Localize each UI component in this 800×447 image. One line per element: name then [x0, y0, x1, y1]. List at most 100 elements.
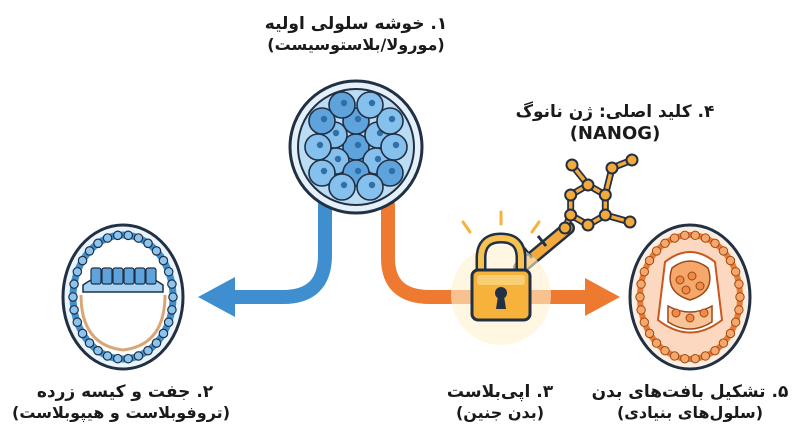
embryo-ring-cell — [651, 246, 662, 256]
embryo-ring-cell — [639, 317, 650, 327]
inner-cell — [112, 267, 124, 285]
cell-cluster-icon — [288, 79, 424, 215]
embryo-ring-cell — [725, 255, 736, 266]
embryo-ring-cell — [710, 345, 720, 356]
label-step3-title: ۳. اپی‌بلاست — [446, 382, 554, 402]
embryo-ring-cell — [660, 238, 670, 249]
label-step2-subtitle: (تروفوبلاست و هیپوبلاست) — [12, 403, 230, 423]
blue-arrowhead — [198, 277, 235, 317]
label-step5: ۵. تشکیل بافت‌های بدن (سلول‌های بنیادی) — [590, 382, 790, 423]
embryo-ring-cell — [734, 279, 744, 289]
cell-nucleus — [340, 99, 348, 107]
embryo-ring-cell — [710, 238, 720, 249]
trophoblast-cell — [133, 351, 144, 361]
label-step1: ۱. خوشه سلولی اولیه (مورولا/بلاستوسیست) — [250, 14, 462, 55]
molecule-atom — [605, 161, 619, 175]
trophoblast-cell — [102, 233, 113, 243]
molecule-key-icon — [513, 153, 639, 275]
embryo-ring-cell — [639, 267, 650, 277]
cell-nucleus — [392, 141, 400, 149]
label-step1-subtitle: (مورولا/بلاستوسیست) — [267, 35, 445, 55]
label-step3: ۳. اپی‌بلاست (بدن جنین) — [430, 382, 570, 423]
trophoblast-cell — [163, 317, 174, 328]
embryo-ring-cell — [700, 233, 711, 243]
embryo-cell — [687, 271, 697, 281]
trophoblast-cell — [133, 233, 144, 243]
trophoblast-cell — [72, 317, 83, 328]
trophoblast-cell — [143, 238, 153, 249]
trophoblast-cell — [167, 279, 177, 289]
cell-nucleus — [368, 181, 376, 189]
label-step2-title: ۲. جفت و کیسه زرده — [36, 382, 214, 402]
trophoblast-cell — [112, 353, 123, 364]
molecule-atom — [558, 221, 572, 235]
embryo-ring-cell — [700, 351, 711, 361]
trophoblast-cell — [77, 328, 88, 339]
inner-cell — [145, 267, 157, 285]
embryo-ring-cell — [651, 338, 662, 348]
label-step5-subtitle: (سلول‌های بنیادی) — [616, 403, 764, 423]
label-step1-title: ۱. خوشه سلولی اولیه — [264, 14, 448, 34]
cell-nucleus — [316, 141, 324, 149]
trophoblast-cell — [151, 246, 162, 256]
cell-nucleus — [332, 129, 340, 137]
trophoblast-cell — [167, 305, 177, 315]
trophoblast-cell — [158, 255, 169, 266]
embryo-icon — [628, 223, 752, 371]
cell-nucleus — [334, 155, 342, 163]
embryo-ring-cell — [718, 246, 729, 256]
cell-nucleus — [340, 181, 348, 189]
cell-nucleus — [388, 115, 396, 123]
trophoblast-cell — [123, 353, 134, 364]
trophoblast-cell — [112, 230, 123, 241]
trophoblast-cell — [77, 255, 88, 266]
trophoblast-cell — [123, 230, 134, 241]
label-step2: ۲. جفت و کیسه زرده (تروفوبلاست و هیپوبلا… — [12, 382, 230, 423]
embryo-ring-cell — [644, 255, 655, 266]
label-step4-title: ۴. کلید اصلی: ژن نانوگ — [515, 102, 715, 122]
embryo-ring-cell — [669, 351, 680, 361]
cell-nucleus — [320, 115, 328, 123]
trophoblast-cell — [143, 345, 153, 356]
embryo-ring-cell — [718, 338, 729, 348]
embryo-cell — [695, 281, 705, 291]
molecule-atom — [598, 208, 612, 222]
embryo-ring-cell — [725, 328, 736, 339]
embryo-ring-cell — [690, 353, 700, 364]
label-step5-title: ۵. تشکیل بافت‌های بدن — [591, 382, 789, 402]
padlock-icon — [451, 210, 551, 345]
embryo-ring-cell — [730, 267, 741, 277]
cell-nucleus — [374, 155, 382, 163]
inner-cell — [134, 267, 146, 285]
embryo-cell — [699, 308, 709, 318]
cell-nucleus — [320, 167, 328, 175]
label-step4: ۴. کلید اصلی: ژن نانوگ (NANOG) — [505, 102, 725, 146]
cell-nucleus — [354, 141, 362, 149]
molecule-atom — [564, 208, 578, 222]
trophoblast-cell — [151, 338, 162, 348]
cell-nucleus — [368, 99, 376, 107]
molecule-atom — [581, 178, 595, 192]
molecule-atom — [581, 218, 595, 232]
embryo-ring-cell — [734, 305, 744, 315]
embryo-ring-cell — [660, 345, 670, 356]
blue-path — [223, 198, 332, 304]
molecule-atom — [625, 153, 639, 167]
trophoblast-cell — [93, 238, 103, 249]
trophoblast-cell — [168, 292, 178, 302]
molecule-atom — [565, 158, 579, 172]
embryo-ring-cell — [644, 328, 655, 339]
orange-path — [381, 198, 597, 304]
orange-arrowhead — [585, 278, 620, 316]
trophoblast-cell — [69, 279, 79, 289]
trophoblast-cell — [72, 266, 83, 277]
trophoblast-cell — [158, 328, 169, 339]
embryo-ring-cell — [690, 230, 700, 241]
inner-cell — [90, 267, 102, 285]
embryo-ring-cell — [636, 305, 646, 315]
inner-cell — [123, 267, 135, 285]
embryo-ring-cell — [669, 233, 680, 243]
embryo-cell — [681, 285, 691, 295]
blastocyst-icon — [61, 223, 185, 371]
embryo-cell — [685, 313, 695, 323]
